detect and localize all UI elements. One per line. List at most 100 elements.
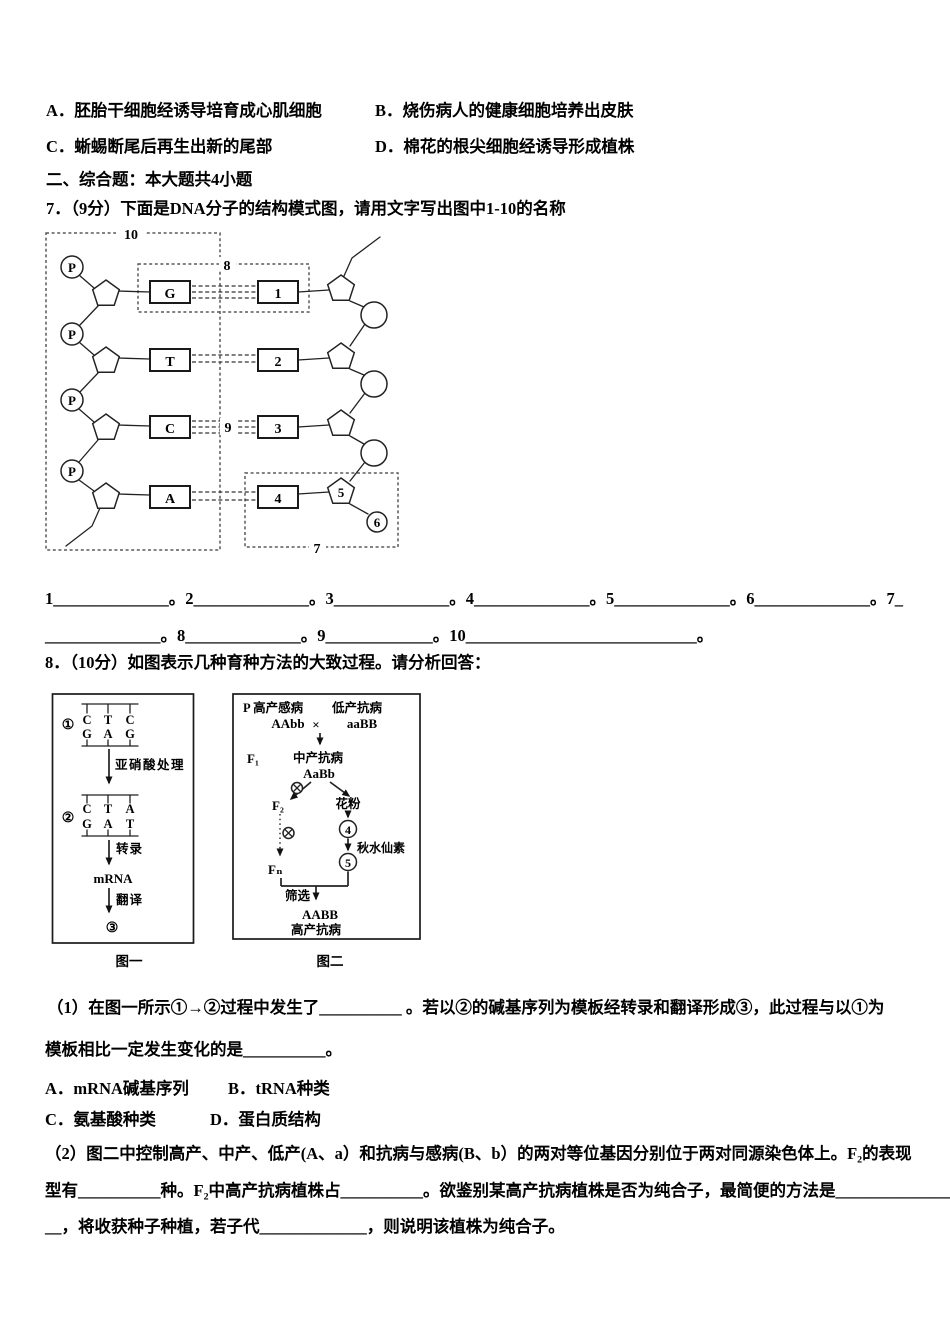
phosphate-label: P <box>68 327 76 342</box>
label-7-patch <box>309 540 326 554</box>
base-g-label: G <box>165 287 176 302</box>
deoxyribose-pentagon <box>326 342 356 370</box>
figure-1-border <box>51 693 195 944</box>
base-1-label: 1 <box>275 287 282 302</box>
q8-sub1-options-row-2: C．氨基酸种类 D．蛋白质结构 <box>45 1110 915 1130</box>
left-sugars <box>91 279 121 510</box>
step-5-number: 5 <box>345 856 351 870</box>
right-strand-backbone <box>297 236 381 515</box>
hydrogen-bonds-g1 <box>192 285 258 299</box>
translation-label: 翻译 <box>116 892 143 907</box>
phosphate-circle <box>60 388 84 412</box>
q6-option-b: B．烧伤病人的健康细胞培养出皮肤 <box>375 101 634 120</box>
parent-left-label: P 高产感病 <box>243 700 304 715</box>
label-8: 8 <box>224 259 231 274</box>
base-box-3 <box>257 415 299 439</box>
figure-1-diagram: ① C T C G A G 亚硝酸处理 ② C T A <box>51 693 195 969</box>
circle-6 <box>366 511 388 533</box>
pentagon-5 <box>326 477 356 505</box>
deoxyribose-pentagon <box>91 346 121 374</box>
dna-segment-2: C T A G A T <box>81 794 139 837</box>
base-box-1 <box>257 280 299 304</box>
result-genotype: AABB <box>302 907 338 922</box>
result-phenotype: 高产抗病 <box>291 922 342 937</box>
left-base-boxes: G T C A <box>149 280 191 509</box>
base: T <box>104 713 113 727</box>
step-5-circle <box>338 852 358 872</box>
base-box-2 <box>257 348 299 372</box>
base: G <box>125 727 135 741</box>
dna-structure-diagram: P P P P G T C A 1 <box>45 226 399 557</box>
step-4-number: 4 <box>345 823 351 837</box>
pollen-arrow <box>329 781 351 797</box>
step-4-circle <box>338 819 358 839</box>
step-2-circled: ② <box>62 811 75 826</box>
base: G <box>82 817 92 831</box>
base: T <box>104 802 113 816</box>
q8-sub1-options-row-1: A．mRNA碱基序列 B．tRNA种类 <box>45 1079 915 1099</box>
hydrogen-bonds-a4 <box>192 491 258 501</box>
f1-label: F₁ <box>247 751 259 766</box>
base: C <box>125 713 134 727</box>
base-box-4 <box>257 485 299 509</box>
q8-sub2-line2: 型有__________种。F₂中高产抗病植株占__________。欲鉴别某高… <box>45 1181 950 1200</box>
colchicine-label: 秋水仙素 <box>357 840 405 855</box>
label-7: 7 <box>314 542 321 557</box>
hydrogen-bonds-t2 <box>192 354 258 363</box>
parent-right-genotype: aaBB <box>347 716 378 731</box>
phosphate-circle <box>60 459 84 483</box>
screening-label: 筛选 <box>285 888 311 903</box>
q8-sub2-line3: __，将收获种子种植，若子代_____________，则说明该植株为纯合子。 <box>45 1217 565 1236</box>
base: T <box>126 817 135 831</box>
base-3-label: 3 <box>275 422 282 437</box>
phosphate-circle-unlabeled <box>360 370 388 398</box>
q6-option-d: D．棉花的根尖细胞经诱导形成植株 <box>375 137 635 156</box>
deoxyribose-pentagon <box>91 279 121 307</box>
phosphate-circle <box>60 255 84 279</box>
label-8-patch <box>219 257 236 271</box>
figure-1-caption: 图一 <box>116 954 143 969</box>
self-cross-icon <box>282 826 295 840</box>
f1-genotype: AaBb <box>303 766 335 781</box>
dna-segment-1: C T C G A G <box>81 703 139 747</box>
base-t-label: T <box>165 355 175 370</box>
phosphate-label: P <box>68 260 76 275</box>
label-9-patch <box>220 418 237 435</box>
deoxyribose-pentagon <box>326 409 356 437</box>
q6-options-row-1: A．胚胎干细胞经诱导培育成心肌细胞 B．烧伤病人的健康细胞培养出皮肤 <box>46 101 916 121</box>
base-4-label: 4 <box>275 492 282 507</box>
self-cross-icon <box>290 781 304 795</box>
pentagon-5-label: 5 <box>338 485 345 500</box>
q6-options-row-2: C．蜥蜴断尾后再生出新的尾部 D．棉花的根尖细胞经诱导形成植株 <box>46 137 916 157</box>
base: G <box>82 727 92 741</box>
treatment-label: 亚硝酸处理 <box>115 757 185 772</box>
section-header: 二、综合题：本大题共4小题 <box>46 170 253 189</box>
base-a-label: A <box>165 492 176 507</box>
left-phosphates: P P P P <box>60 255 84 483</box>
q8-stem: 8．（10分）如图表示几种育种方法的大致过程。请分析回答： <box>45 653 491 672</box>
phosphate-label: P <box>68 464 76 479</box>
deoxyribose-pentagon <box>91 482 121 510</box>
parent-left-genotype: AAbb <box>271 716 304 731</box>
phosphate-circle <box>60 322 84 346</box>
q7-stem: 7．（9分）下面是DNA分子的结构模式图，请用文字写出图中1-10的名称 <box>46 199 566 218</box>
phosphate-label: P <box>68 393 76 408</box>
base-box-t <box>149 348 191 372</box>
label-10-patch <box>116 226 146 240</box>
right-base-boxes: 1 2 3 4 <box>257 280 299 509</box>
base-box-a <box>149 485 191 509</box>
base-box-c <box>149 415 191 439</box>
f2-label: F₂ <box>272 798 284 813</box>
figure-2-diagram: P 高产感病 低产抗病 AAbb × aaBB F₁ 中产抗病 AaBb F₂ … <box>232 693 421 969</box>
left-strand-backbone <box>65 274 151 547</box>
phosphate-circle-unlabeled <box>360 439 388 467</box>
figure-2-caption: 图二 <box>317 954 344 969</box>
transcription-label: 转录 <box>116 841 143 856</box>
screening-bracket <box>280 871 349 901</box>
label-9: 9 <box>225 421 232 436</box>
sub1-option-a: A．mRNA碱基序列 <box>45 1079 189 1098</box>
sub1-option-d: D．蛋白质结构 <box>210 1110 321 1129</box>
f1-phenotype: 中产抗病 <box>293 750 344 765</box>
right-strand-free-end <box>343 236 381 277</box>
